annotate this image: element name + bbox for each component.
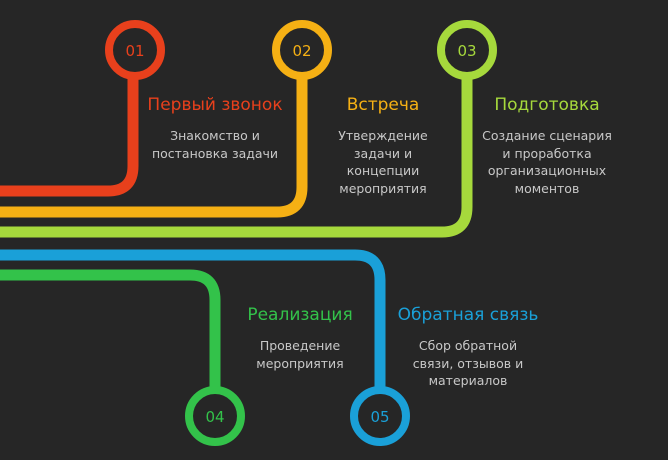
step-ring-04	[185, 386, 245, 446]
step-marker-04: 04	[185, 386, 245, 446]
step-marker-01: 01	[105, 20, 165, 80]
step-title-04: Реализация	[247, 305, 353, 325]
step-number-04: 04	[205, 408, 224, 426]
step-marker-02: 02	[272, 20, 332, 80]
step-title-03: Подготовка	[494, 95, 600, 115]
step-number-05: 05	[370, 408, 389, 426]
step-description-05: Сбор обратной связи, отзывов и материало…	[412, 338, 524, 388]
connector-line-02	[0, 62, 308, 218]
step-title-05: Обратная связь	[397, 305, 539, 325]
step-title-02: Встреча	[346, 95, 420, 115]
connector-line-05	[0, 249, 386, 402]
step-description-04: Проведение мероприятия	[256, 338, 344, 371]
connector-line-03	[0, 62, 473, 238]
step-ring-05	[350, 386, 410, 446]
step-marker-05: 05	[350, 386, 410, 446]
step-ring-03	[437, 20, 497, 80]
step-title-01: Первый звонок	[147, 95, 283, 115]
connector-line-04	[0, 269, 221, 402]
step-ring-02	[272, 20, 332, 80]
step-marker-03: 03	[437, 20, 497, 80]
step-description-01: Знакомство и постановка задачи	[151, 128, 279, 161]
step-description-02: Утверждение задачи и концепции мероприят…	[338, 128, 428, 196]
step-number-03: 03	[457, 42, 476, 60]
step-ring-01	[105, 20, 165, 80]
step-description-03: Создание сценария и проработка организац…	[482, 128, 612, 196]
connector-line-01	[0, 62, 139, 197]
step-number-01: 01	[125, 42, 144, 60]
step-number-02: 02	[292, 42, 311, 60]
